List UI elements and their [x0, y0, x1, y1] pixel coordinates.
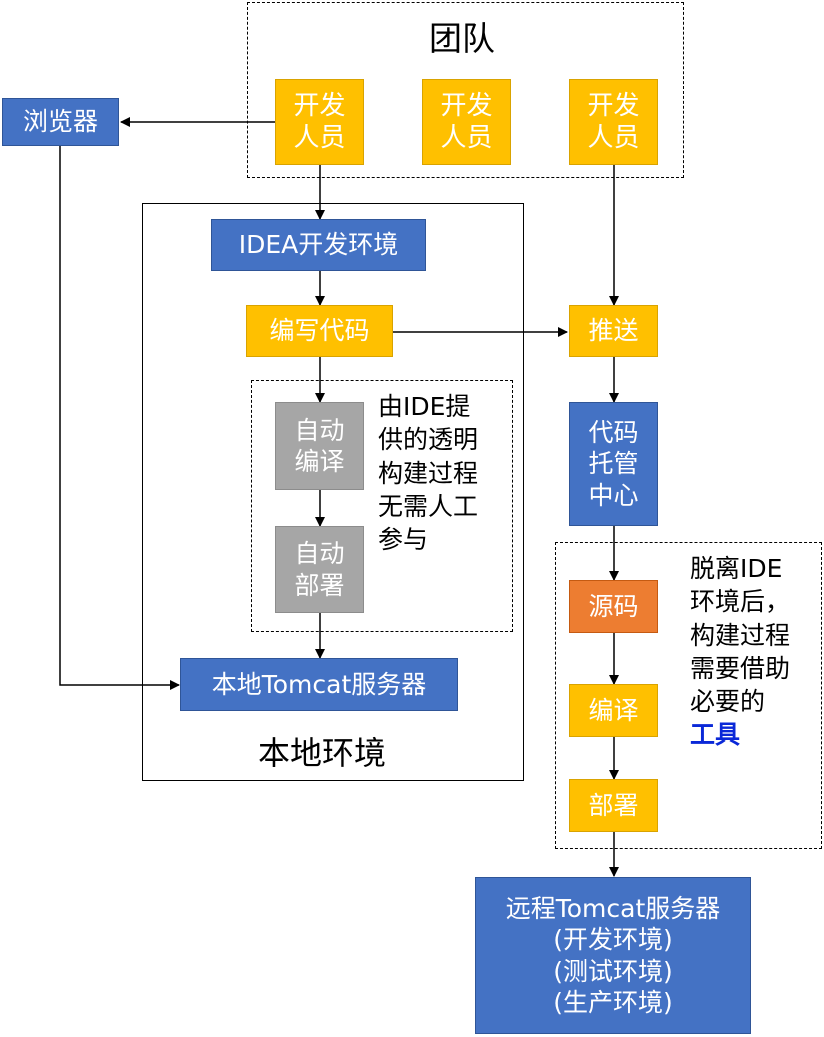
- remote-note-line1: 脱离IDE: [690, 554, 783, 583]
- ide-note-line4: 无需人工: [378, 491, 479, 521]
- team-frame: [247, 2, 684, 178]
- auto-deploy-line1: 自动: [294, 539, 345, 569]
- local-env-frame: [142, 203, 524, 781]
- remote-build-frame: [555, 542, 822, 849]
- auto-compile-line1: 自动: [294, 415, 345, 445]
- ide-note-line1: 由IDE提: [378, 392, 471, 421]
- local-tomcat-node: 本地Tomcat服务器: [180, 658, 458, 711]
- remote-server-line3: (测试环境): [553, 956, 673, 986]
- remote-server-line4: (生产环境): [553, 987, 673, 1017]
- auto-deploy-line2: 部署: [294, 570, 345, 600]
- code-hub-node: 代码 托管 中心: [569, 402, 658, 526]
- developer-label-line2: 人员: [440, 123, 493, 153]
- remote-note-line4: 需要借助: [690, 653, 791, 683]
- ide-build-frame: [251, 380, 513, 632]
- ide-note-line3: 构建过程: [378, 458, 479, 488]
- remote-note-highlight: 工具: [690, 720, 741, 750]
- code-hub-line2: 托管: [588, 449, 639, 479]
- remote-note-line3: 构建过程: [690, 620, 791, 650]
- developer-node-3: 开发 人员: [569, 79, 658, 165]
- auto-compile-node: 自动 编译: [275, 402, 364, 490]
- push-node: 推送: [569, 305, 658, 357]
- ide-note: 由IDE提 供的透明 构建过程 无需人工 参与: [378, 390, 478, 556]
- ide-note-line2: 供的透明: [378, 425, 479, 455]
- developer-label-line1: 开发: [587, 90, 640, 121]
- developer-label-line1: 开发: [440, 90, 493, 121]
- remote-server-line2: (开发环境): [553, 925, 673, 955]
- developer-label-line1: 开发: [293, 90, 346, 121]
- developer-label-line2: 人员: [293, 123, 346, 153]
- auto-compile-line2: 编译: [294, 447, 345, 476]
- developer-label-line2: 人员: [587, 123, 640, 153]
- source-node: 源码: [569, 580, 658, 633]
- idea-node: IDEA开发环境: [211, 219, 426, 271]
- remote-tomcat-node: 远程Tomcat服务器 (开发环境) (测试环境) (生产环境): [475, 877, 751, 1034]
- arrow-browser-to-local-tomcat: [59, 146, 180, 690]
- browser-node: 浏览器: [2, 98, 119, 146]
- remote-note-line5: 必要的: [690, 687, 766, 716]
- team-title: 团队: [429, 19, 495, 58]
- deploy-node: 部署: [569, 779, 658, 832]
- remote-note: 脱离IDE 环境后， 构建过程 需要借助 必要的 工具: [690, 552, 790, 752]
- compile-node: 编译: [569, 684, 658, 737]
- auto-deploy-node: 自动 部署: [275, 526, 364, 613]
- developer-node-1: 开发 人员: [275, 79, 364, 165]
- developer-node-2: 开发 人员: [422, 79, 511, 165]
- remote-server-line1: 远程Tomcat服务器: [505, 894, 721, 923]
- write-code-node: 编写代码: [246, 305, 393, 357]
- code-hub-line1: 代码: [588, 418, 639, 448]
- local-env-title: 本地环境: [258, 734, 387, 772]
- code-hub-line3: 中心: [588, 480, 639, 510]
- remote-note-line2: 环境后，: [690, 587, 791, 617]
- ide-note-line5: 参与: [378, 525, 429, 554]
